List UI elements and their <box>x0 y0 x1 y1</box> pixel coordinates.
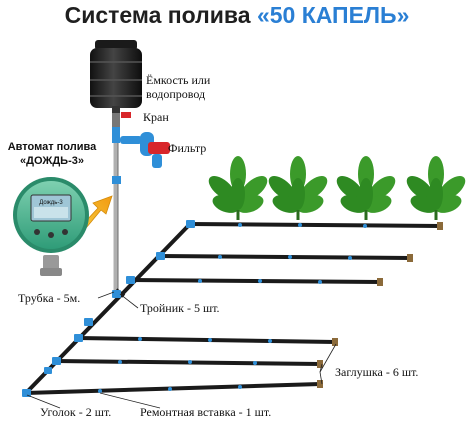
leader-lines <box>26 291 337 409</box>
filter-icon <box>112 127 170 168</box>
end-plugs <box>317 222 443 388</box>
filter-label: Фильтр <box>168 141 207 155</box>
tank-label-line-1: Ёмкость или <box>146 73 211 87</box>
valve-label: Кран <box>143 110 169 124</box>
plants <box>208 156 466 220</box>
plant-icon <box>268 156 328 220</box>
controller-label-line-2: «ДОЖДЬ-3» <box>20 155 84 167</box>
water-tank-icon <box>90 40 142 114</box>
controller-label-line-1: Автомат полива <box>7 141 97 153</box>
plant-icon <box>336 156 396 220</box>
plug-label: Заглушка - 6 шт. <box>335 365 419 379</box>
tee-label: Тройник - 5 шт. <box>140 301 220 315</box>
valve-icon <box>112 112 131 127</box>
drip-emitters <box>98 223 367 393</box>
plant-icon <box>208 156 268 220</box>
timer-controller-icon: Дождь-3 <box>13 177 89 276</box>
tank-label: Ёмкость или водопровод <box>146 73 210 101</box>
title-part-2: «50 КАПЕЛЬ» <box>256 2 410 28</box>
elbow-label: Уголок - 2 шт. <box>40 405 112 419</box>
title-part-1: Система полива <box>64 2 257 28</box>
controller-label: Автомат полива «ДОЖДЬ-3» <box>2 140 102 168</box>
fittings <box>22 220 195 397</box>
controller-brand: Дождь-3 <box>39 200 63 206</box>
plant-icon <box>406 156 466 220</box>
tank-label-line-2: водопровод <box>146 87 206 101</box>
repair-label: Ремонтная вставка - 1 шт. <box>140 405 272 419</box>
page-title: Система полива «50 КАПЕЛЬ» <box>0 2 474 29</box>
lateral-pipes <box>25 222 441 395</box>
tube-label: Трубка - 5м. <box>18 291 81 305</box>
